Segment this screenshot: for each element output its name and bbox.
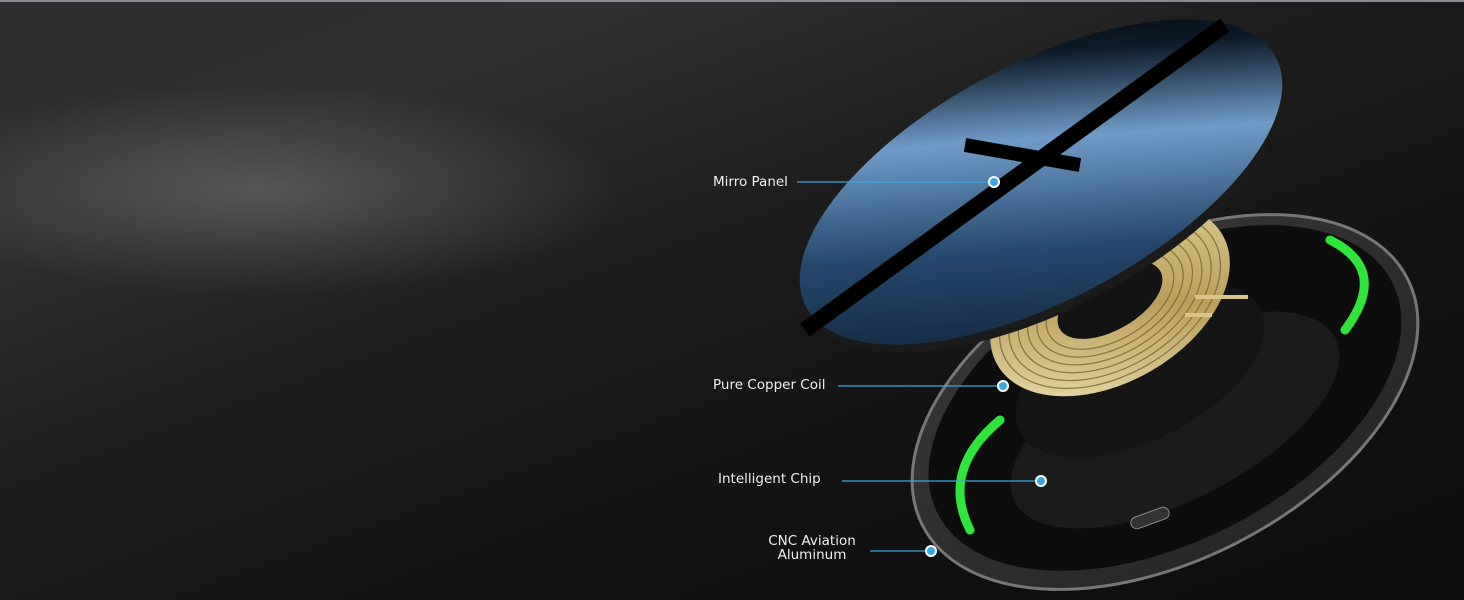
callout-dot-chip: [1035, 475, 1047, 487]
label-cnc-line2: Aluminum: [777, 547, 847, 563]
callout-lines: [797, 181, 1040, 552]
usb-port: [1130, 506, 1170, 530]
top-border: [0, 0, 1464, 2]
label-mirror-panel: Mirro Panel: [713, 174, 788, 190]
label-intelligent-chip: Intelligent Chip: [718, 471, 821, 487]
label-cnc-aluminum: CNC Aviation Aluminum: [760, 534, 864, 562]
callout-dot-coil: [997, 380, 1009, 392]
green-light-right: [1325, 235, 1369, 335]
coil-pins: [1185, 295, 1248, 317]
label-copper-coil: Pure Copper Coil: [713, 377, 826, 393]
callout-dot-aluminum: [925, 545, 937, 557]
callout-dot-mirror: [988, 176, 1000, 188]
label-cnc-line1: CNC Aviation: [768, 533, 856, 549]
mirror-panel: [799, 18, 1287, 353]
green-light-left: [955, 415, 1005, 535]
